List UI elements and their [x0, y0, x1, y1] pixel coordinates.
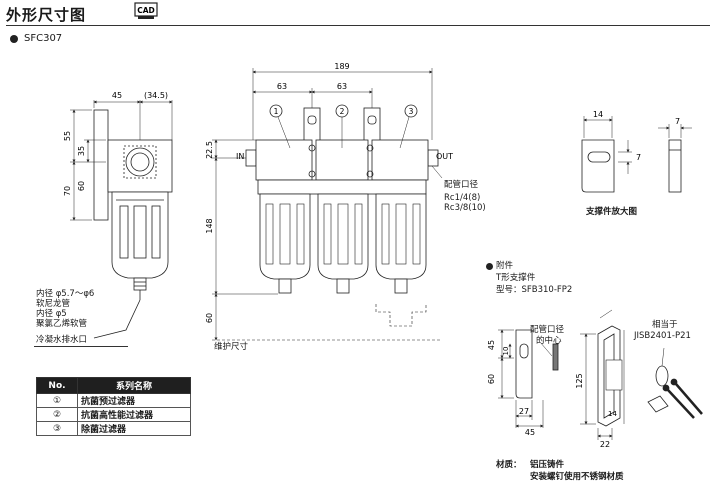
front-bracket	[93, 109, 109, 221]
dim-main-63-a: 63	[277, 82, 287, 91]
front-port-outer	[125, 147, 155, 177]
table-row: ① 抗菌预过滤器	[36, 393, 191, 408]
row-name: 除菌过滤器	[77, 421, 191, 436]
bowl-1	[259, 193, 311, 280]
front-drain	[133, 277, 147, 291]
tube-note-3: 内径 φ5	[36, 309, 67, 319]
dim-acc-125: 125	[575, 373, 584, 388]
dim-main-60: 60	[205, 313, 214, 323]
material-line1: 铝压铸件	[530, 460, 565, 470]
acc-plate	[647, 395, 669, 413]
parts-table-header: No. 系列名称	[36, 377, 191, 394]
bowl-3	[375, 193, 427, 280]
head-3	[371, 139, 429, 181]
model-label: SFC307	[24, 33, 63, 44]
accessory-name: T形支撑件	[496, 273, 536, 283]
marker-3: 3	[409, 107, 414, 116]
detail-side	[668, 139, 682, 193]
dim-front-55: 55	[63, 131, 72, 141]
marker-1-circle	[269, 104, 283, 118]
equiv-label-2: JISB2401-P21	[634, 331, 691, 341]
row-name: 抗菌预过滤器	[77, 393, 191, 408]
dim-front-35: 35	[77, 146, 86, 156]
dim-main-189: 189	[334, 62, 349, 71]
parts-table: No. 系列名称 ① 抗菌预过滤器 ② 抗菌高性能过滤器 ③ 除菌过滤器	[36, 377, 191, 436]
row-no: ②	[36, 407, 78, 422]
front-drain-leader	[93, 299, 141, 339]
dim-acc-22: 22	[600, 440, 610, 449]
center-label-1: 配管口径	[530, 325, 565, 335]
accessory-bullet	[486, 263, 493, 270]
port-size-1: Rc1/4(8)	[444, 193, 481, 203]
dim-front-45: 45	[112, 91, 122, 100]
material-line2: 安装螺钉使用不锈钢材质	[530, 472, 624, 482]
page-title: 外形尺寸图	[6, 6, 87, 24]
material-label: 材质：	[496, 460, 522, 470]
accessory-model: 型号：SFB310-FP2	[496, 285, 573, 295]
bracket-detail	[581, 116, 692, 193]
marker-3-circle	[404, 104, 418, 118]
dim-front-34-5: (34.5)	[144, 91, 168, 100]
dim-detail-7a: 7	[636, 153, 641, 162]
center-label-2: 的中心	[536, 336, 562, 346]
dim-acc-14: 14	[608, 410, 617, 418]
port-size-2: Rc3/8(10)	[444, 203, 486, 213]
model-bullet	[10, 35, 18, 43]
o-ring	[655, 365, 669, 387]
col-series: 系列名称	[77, 377, 191, 394]
out-label: OUT	[436, 152, 453, 161]
dim-main-148: 148	[205, 218, 214, 233]
row-no: ①	[36, 393, 78, 408]
table-row: ② 抗菌高性能过滤器	[36, 407, 191, 422]
equiv-label-1: 相当于	[652, 320, 678, 330]
row-name: 抗菌高性能过滤器	[77, 407, 191, 422]
marker-2: 2	[340, 107, 345, 116]
drain-label: 冷凝水排水口	[36, 335, 88, 345]
front-view	[70, 100, 173, 339]
dim-main-63-b: 63	[337, 82, 347, 91]
accessory-heading: 附件	[496, 261, 514, 271]
dim-detail-7b: 7	[675, 117, 680, 126]
dim-acc-45b: 45	[525, 428, 535, 437]
tube-note-4: 聚氯乙烯软管	[36, 319, 88, 329]
detail-caption: 支撑件放大图	[586, 207, 638, 217]
maintenance-label: 维护尺寸	[214, 342, 249, 352]
col-no: No.	[36, 377, 78, 394]
drain-underline	[34, 346, 128, 347]
bowl-2	[317, 193, 369, 280]
accessory-drawing	[498, 309, 703, 440]
title-rule	[6, 25, 710, 26]
dim-main-22-5: 22.5	[205, 141, 214, 159]
in-label: IN	[236, 152, 244, 161]
acc-front	[515, 329, 533, 399]
detail-plate	[581, 139, 615, 193]
dim-front-60: 60	[77, 181, 86, 191]
dim-front-70: 70	[63, 186, 72, 196]
screw-1	[667, 389, 695, 419]
table-row: ③ 除菌过滤器	[36, 421, 191, 436]
marker-1: 1	[274, 107, 279, 116]
in-port	[245, 149, 257, 167]
screw-2	[675, 383, 703, 415]
row-no: ③	[36, 421, 78, 436]
cad-icon[interactable]: CAD	[134, 2, 158, 20]
cad-badge-text: CAD	[137, 6, 155, 15]
dim-acc-45: 45	[487, 340, 496, 350]
dim-detail-14: 14	[593, 110, 603, 119]
port-label: 配管口径	[444, 180, 479, 190]
dim-acc-10: 10	[502, 347, 510, 356]
detail-slot	[587, 151, 611, 163]
dim-acc-60: 60	[487, 374, 496, 384]
head-1	[255, 139, 313, 181]
main-view	[212, 68, 443, 341]
front-bowl	[111, 191, 169, 279]
tube-note-2: 软尼龙管	[36, 299, 71, 309]
front-port-inner	[130, 152, 150, 172]
dim-acc-27: 27	[519, 407, 529, 416]
tube-note-1: 内径 φ5.7～φ6	[36, 289, 95, 299]
